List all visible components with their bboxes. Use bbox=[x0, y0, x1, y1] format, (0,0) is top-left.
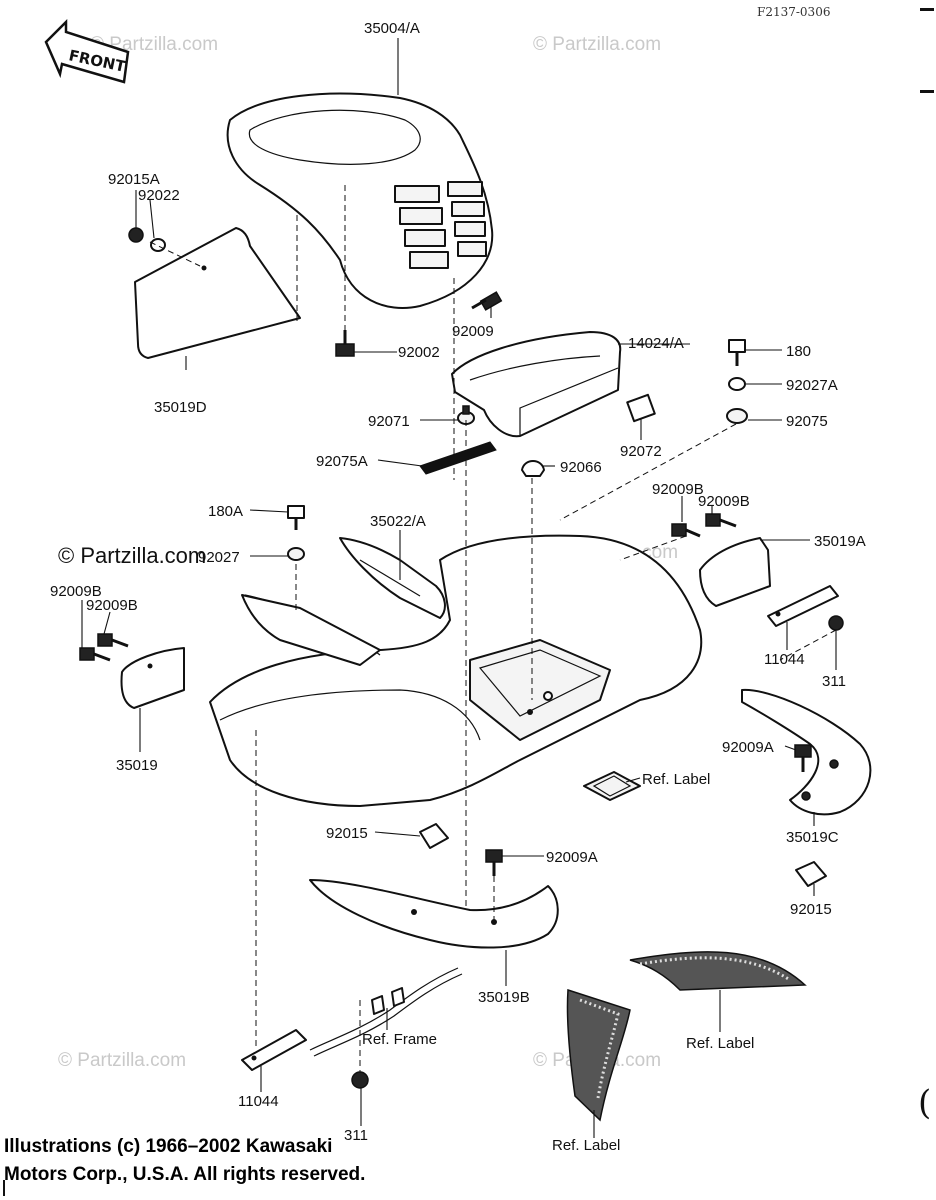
reflector-35019a bbox=[699, 537, 771, 607]
front-arrow-icon: FRONT bbox=[44, 18, 130, 84]
edge-mark bbox=[920, 8, 934, 11]
label-35019d: 35019D bbox=[154, 399, 207, 416]
cover-35019b bbox=[309, 879, 559, 949]
label-92009a-right: 92009A bbox=[722, 739, 774, 756]
washer-92027a bbox=[728, 377, 746, 391]
label-92022: 92022 bbox=[138, 187, 180, 204]
label-35019c: 35019C bbox=[786, 829, 839, 846]
label-35022a: 35022/A bbox=[370, 513, 426, 530]
reflector-35019 bbox=[120, 647, 185, 709]
watermark: © Partzilla.com bbox=[58, 1050, 186, 1071]
label-92027a: 92027A bbox=[786, 377, 838, 394]
clip-92015-right bbox=[795, 861, 827, 887]
watermark: © Partzilla.com bbox=[58, 543, 206, 568]
label-ref-frame: Ref. Frame bbox=[362, 1031, 437, 1048]
bolt-92009b-r1 bbox=[671, 523, 701, 538]
edge-mark bbox=[3, 1180, 5, 1196]
watermark: © Partzilla.com bbox=[533, 34, 661, 55]
bolt-92009b-l1 bbox=[79, 647, 111, 662]
label-11044-right: 11044 bbox=[764, 651, 805, 668]
bolt-92009-top bbox=[471, 291, 503, 311]
label-11044-left: 11044 bbox=[238, 1093, 279, 1110]
plate-11044-right bbox=[767, 585, 839, 627]
bolt-180a bbox=[287, 505, 305, 530]
grommet-92075 bbox=[726, 408, 748, 424]
label-92066: 92066 bbox=[560, 459, 602, 476]
label-92009: 92009 bbox=[452, 323, 494, 340]
label-92009b-r1: 92009B bbox=[652, 481, 704, 498]
edge-mark bbox=[920, 90, 934, 93]
cover-35019c bbox=[741, 688, 872, 816]
cap-92066 bbox=[521, 460, 545, 477]
label-92027: 92027 bbox=[198, 549, 240, 566]
margin-mark: ( bbox=[918, 1083, 931, 1123]
figure-code: F2137-0306 bbox=[757, 5, 830, 19]
ref-label-decal-upper bbox=[629, 951, 807, 991]
bolt-92002 bbox=[335, 330, 355, 357]
nut-311-left bbox=[351, 1071, 369, 1089]
label-92015a: 92015A bbox=[108, 171, 160, 188]
ref-frame bbox=[309, 967, 463, 1057]
label-35004a: 35004/A bbox=[364, 20, 420, 37]
label-311-right: 311 bbox=[822, 673, 846, 690]
ref-label-sticker bbox=[583, 771, 641, 801]
bolt-92009b-l2 bbox=[97, 633, 129, 648]
plate-11044-left bbox=[241, 1029, 307, 1071]
pad-92075a bbox=[419, 441, 497, 475]
label-92015-mid: 92015 bbox=[326, 825, 368, 842]
ref-label-decal-lower bbox=[566, 988, 631, 1122]
clip-92015-mid bbox=[419, 823, 449, 849]
label-92009b-l1: 92009B bbox=[50, 583, 102, 600]
label-92009b-l2: 92009B bbox=[86, 597, 138, 614]
rear-fender bbox=[209, 534, 703, 807]
copyright-line-2: Motors Corp., U.S.A. All rights reserved… bbox=[4, 1164, 366, 1185]
bolt-92009a-mid bbox=[485, 849, 503, 876]
label-14024a: 14024/A bbox=[628, 335, 684, 352]
nut-311-right bbox=[828, 615, 844, 631]
grommet-92071 bbox=[457, 405, 475, 425]
toolbox-lid-14024a bbox=[451, 331, 622, 438]
label-92075a: 92075A bbox=[316, 453, 368, 470]
label-311-left: 311 bbox=[344, 1127, 368, 1144]
copyright-line-1: Illustrations (c) 1966–2002 Kawasaki bbox=[4, 1136, 333, 1157]
label-35019a: 35019A bbox=[814, 533, 866, 550]
fender-grille bbox=[394, 181, 487, 269]
front-fender-35004a bbox=[226, 92, 494, 309]
bolt-92009b-r2 bbox=[705, 513, 737, 528]
label-ref-label-2: Ref. Label bbox=[686, 1035, 754, 1052]
label-ref-label-1: Ref. Label bbox=[642, 771, 710, 788]
label-92009a-mid: 92009A bbox=[546, 849, 598, 866]
label-180: 180 bbox=[786, 343, 811, 360]
washer-92027 bbox=[287, 547, 305, 561]
plate-35019d bbox=[134, 227, 301, 359]
nut-92015a bbox=[128, 227, 144, 243]
bracket-35022a bbox=[339, 537, 446, 619]
label-92015-right: 92015 bbox=[790, 901, 832, 918]
label-92075: 92075 bbox=[786, 413, 828, 430]
label-ref-label-3: Ref. Label bbox=[552, 1137, 620, 1154]
label-180a: 180A bbox=[208, 503, 243, 520]
label-92009b-r2: 92009B bbox=[698, 493, 750, 510]
label-92072: 92072 bbox=[620, 443, 662, 460]
clip-92072 bbox=[626, 393, 656, 423]
label-92002: 92002 bbox=[398, 344, 440, 361]
label-35019b: 35019B bbox=[478, 989, 530, 1006]
label-92071: 92071 bbox=[368, 413, 410, 430]
label-35019: 35019 bbox=[116, 757, 158, 774]
bolt-180 bbox=[728, 339, 746, 366]
washer-92022 bbox=[150, 238, 166, 252]
